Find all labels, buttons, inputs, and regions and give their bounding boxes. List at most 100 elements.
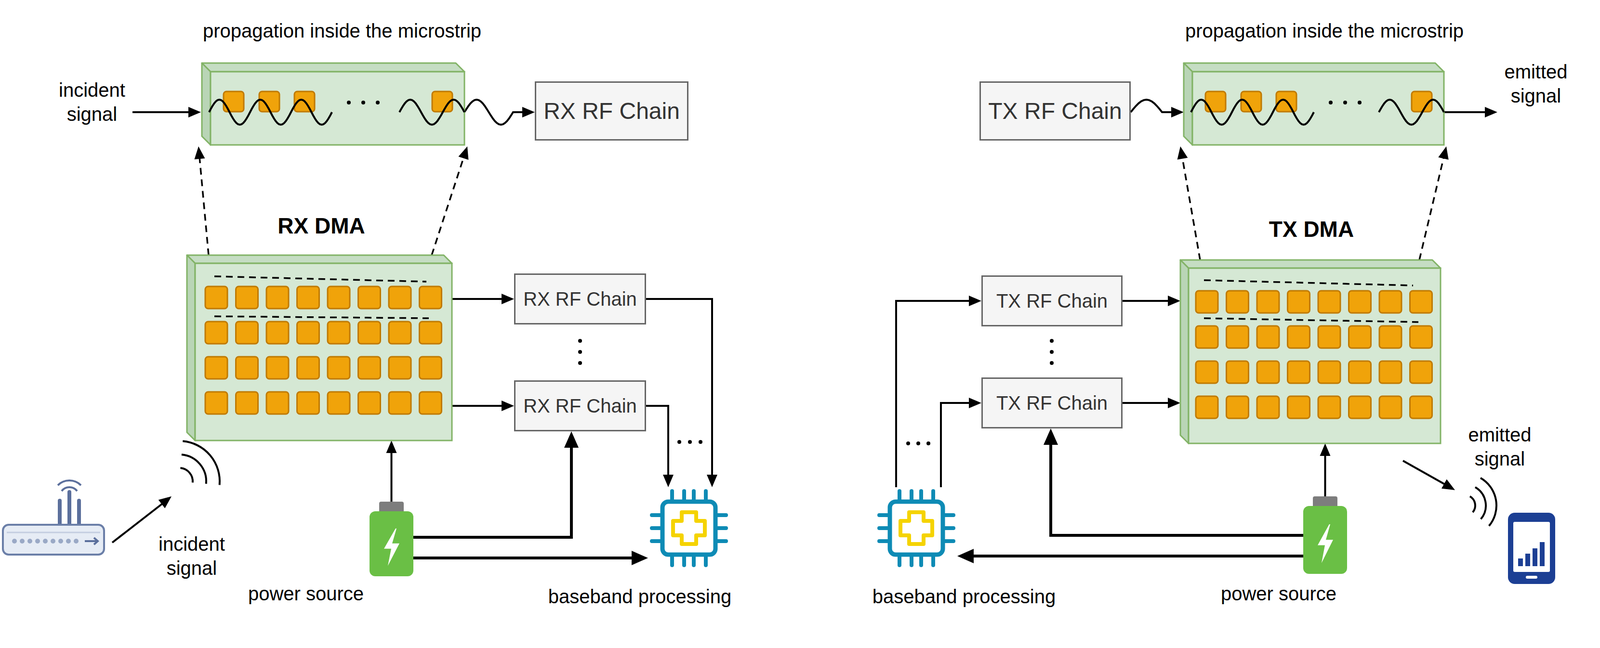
antenna-element (1256, 361, 1280, 384)
dot (578, 339, 582, 344)
connector-line (896, 301, 970, 488)
antenna-element (205, 286, 228, 309)
antenna-element (266, 392, 289, 415)
arrow-head (1441, 479, 1455, 491)
antenna-element (1287, 396, 1310, 419)
box-front-face (1188, 268, 1441, 444)
arrow-head (194, 146, 206, 160)
antenna-wave (57, 480, 81, 486)
antenna-element (1318, 326, 1341, 349)
connector (1130, 99, 1184, 118)
microstrip-box-shape (201, 63, 465, 146)
antenna-element (1318, 396, 1341, 419)
antenna-element (297, 392, 320, 415)
arrow-head (1320, 443, 1331, 457)
connector (646, 299, 718, 488)
antenna (57, 501, 62, 526)
antenna-element (1256, 396, 1280, 419)
arrow-head (158, 496, 172, 509)
connector-line (413, 556, 633, 560)
antenna-element (1205, 91, 1226, 112)
chip-icon-shape (647, 487, 730, 570)
router-light (50, 539, 56, 544)
dma-panel: TX DMA (1180, 260, 1441, 444)
lightning-bolt (1317, 524, 1334, 564)
dot (1357, 100, 1362, 105)
antenna-element (297, 286, 320, 309)
battery-body (1303, 506, 1348, 575)
antenna-element (266, 357, 289, 380)
router-light (58, 539, 64, 544)
arrow-line (112, 504, 162, 543)
connector-line (431, 157, 464, 256)
connector-line (1122, 300, 1169, 303)
dma-panel-shape (186, 255, 452, 441)
signal-bar (1525, 554, 1531, 567)
chip-icon-shape (875, 487, 958, 570)
microstrip-box: propagation inside the microstrip (1183, 63, 1444, 146)
connector (431, 146, 469, 256)
antenna-element (1379, 326, 1402, 349)
antenna-element (1256, 290, 1280, 314)
antenna-element (327, 321, 350, 344)
arrow-head (1167, 295, 1181, 307)
antenna-element (1379, 361, 1402, 384)
antenna-element (236, 357, 259, 380)
battery-icon-shape (369, 502, 414, 577)
connector-line (1324, 455, 1327, 497)
signal-bar (1532, 548, 1538, 567)
connector (957, 549, 1304, 564)
connector (451, 293, 515, 305)
connector-line (1050, 444, 1304, 536)
rf-chain-box: RX RF Chain (514, 273, 647, 325)
box-side-face (201, 63, 211, 146)
lightning-bolt (383, 528, 400, 567)
wave-arc (181, 454, 207, 485)
antenna-element (1195, 361, 1218, 384)
arrow-head (662, 475, 674, 488)
arrow-head (706, 475, 718, 488)
microstrip-box-shape (1183, 63, 1444, 146)
battery-icon: power source (369, 502, 414, 577)
arrow-head (564, 431, 579, 449)
connector (451, 400, 515, 412)
antenna-element (1348, 361, 1372, 384)
dot (1049, 339, 1054, 344)
connector (646, 406, 674, 488)
dot (1343, 100, 1348, 105)
wave-arc (1475, 487, 1486, 520)
box-top-face (201, 63, 465, 72)
battery-icon-shape (1303, 496, 1348, 575)
dot (687, 440, 692, 445)
dashed-outline (214, 316, 429, 319)
box-label: TX RF Chain (988, 97, 1122, 126)
antenna-element (1318, 290, 1341, 314)
heading: power source (1220, 582, 1337, 606)
signal-bar (1518, 558, 1523, 567)
antenna-element (297, 321, 320, 344)
box-side-face (1183, 63, 1193, 146)
radio-waves (180, 441, 220, 486)
heading: TX DMA (1269, 216, 1354, 243)
heading: baseband processing (548, 585, 732, 609)
arrow-head (1438, 146, 1449, 160)
connector-line (199, 158, 209, 256)
phone-body (1507, 513, 1556, 585)
antenna-element (223, 91, 244, 112)
connector (413, 551, 648, 566)
antenna-element (1226, 361, 1249, 384)
antenna-element (1410, 396, 1433, 419)
arrow-head (501, 400, 515, 412)
box-front-face (1192, 71, 1444, 146)
chip-body (889, 502, 943, 556)
router-light (27, 539, 33, 544)
phone-screen (1513, 522, 1550, 573)
antenna-element (388, 321, 411, 344)
router-edge (6, 532, 101, 534)
antenna-element (419, 321, 442, 344)
antenna-element (236, 286, 259, 309)
connector-line (413, 447, 572, 538)
arrow-head (386, 440, 397, 454)
